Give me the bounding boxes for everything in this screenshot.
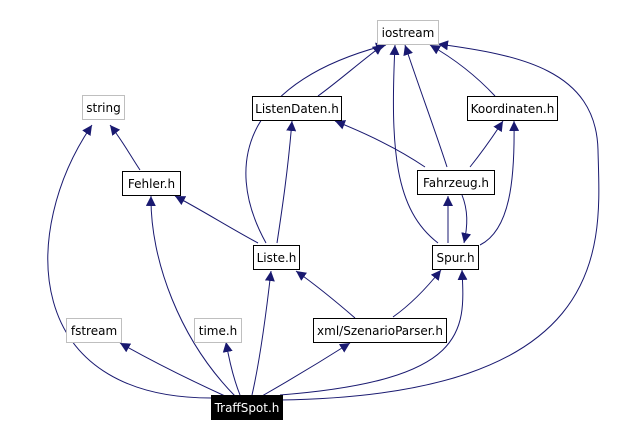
edge-traffspot-time xyxy=(222,341,241,396)
edge-traffspot-liste xyxy=(251,270,275,396)
edge-liste-listendaten xyxy=(276,120,297,244)
edge-fahrzeug-listendaten xyxy=(334,120,426,168)
node-szenario[interactable]: xml/SzenarioParser.h xyxy=(313,318,447,343)
node-iostream[interactable]: iostream xyxy=(377,20,439,45)
node-traffspot[interactable]: TraffSpot.h xyxy=(211,395,283,420)
edge-spur-iostream xyxy=(389,44,439,244)
node-fahrzeug[interactable]: Fahrzeug.h xyxy=(417,170,495,195)
node-listendaten[interactable]: ListenDaten.h xyxy=(252,96,342,121)
node-fstream[interactable]: fstream xyxy=(66,318,122,343)
edge-traffspot-string xyxy=(47,124,216,399)
node-fehler[interactable]: Fehler.h xyxy=(122,171,181,196)
edge-koordinaten-iostream xyxy=(429,44,496,97)
edge-szenario-spur xyxy=(392,269,442,318)
node-liste[interactable]: Liste.h xyxy=(253,245,300,270)
edge-liste-fehler xyxy=(174,195,259,244)
edge-traffspot-iostream xyxy=(279,40,600,401)
edge-fahrzeug-spur xyxy=(461,194,472,244)
edge-traffspot-fehler xyxy=(145,195,236,397)
node-spur[interactable]: Spur.h xyxy=(432,245,479,270)
node-koordinaten[interactable]: Koordinaten.h xyxy=(467,96,558,121)
edge-fahrzeug-koordinaten xyxy=(469,120,504,168)
edge-listendaten-iostream xyxy=(317,44,384,97)
edge-fahrzeug-iostream xyxy=(403,44,448,168)
edge-traffspot-fstream xyxy=(119,342,226,397)
node-time[interactable]: time.h xyxy=(194,318,242,343)
edge-szenario-liste xyxy=(295,270,356,319)
node-string[interactable]: string xyxy=(82,95,125,120)
edge-traffspot-spur xyxy=(279,269,468,396)
edge-spur-koordinaten xyxy=(479,120,520,246)
edge-liste-iostream xyxy=(245,42,387,244)
edge-traffspot-szenario xyxy=(261,342,351,397)
edge-fehler-string xyxy=(109,124,141,171)
